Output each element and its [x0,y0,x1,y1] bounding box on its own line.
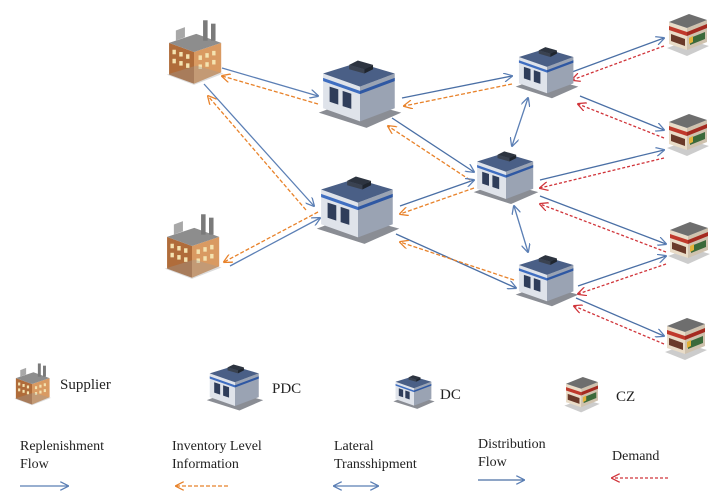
pdc-2-warehouse-icon [316,176,400,244]
legend-cz-label: CZ [616,389,636,405]
inventory-arrow [404,83,513,106]
demand-arrow [540,157,665,188]
cz-4-store-icon [665,318,707,360]
cz-3-store-icon [668,222,710,264]
replenishment-arrow [221,67,318,96]
legend-distribution-line1: Distribution [478,437,546,452]
supplier-2-factory-icon [164,214,222,279]
cz-2-store-icon [667,114,709,156]
legend-distribution-line2: Flow [478,455,507,470]
supplier-1-factory-icon [166,20,224,85]
legend-lateral-label: Lateral Transshipment [334,438,417,474]
legend-demand-label: Demand [612,449,660,464]
distribution-arrow [577,256,666,287]
legend-inventory-line2: Information [172,457,239,472]
replenishment-arrow [203,83,314,206]
legend-replenishment-line2: Flow [20,457,49,472]
inventory-arrow [224,211,319,262]
legend-cz-store-icon [564,377,600,413]
distribution-arrow [539,150,664,181]
distribution-arrow [579,95,664,130]
replenishment-arrow [229,218,320,267]
distribution-arrow [571,38,664,73]
legend-inventory-label: Inventory Level Information [172,438,262,474]
legend-dc-warehouse-icon [393,375,435,409]
network-nodes [164,14,710,360]
legend-supplier-factory-icon [14,363,52,406]
legend-lateral-line1: Lateral [334,439,374,454]
demand-arrow [540,204,667,253]
inventory-arrow [400,187,475,214]
demand-arrow [572,45,665,80]
distribution-arrow [401,76,512,99]
inventory-arrow [222,76,319,105]
lateral-arrow [514,206,528,252]
demand-arrow [578,104,665,139]
pdc-1-warehouse-icon [318,60,402,128]
dc-2-warehouse-icon [473,151,539,205]
legend-distribution-label: Distribution Flow [478,436,546,472]
distribution-arrow [539,195,666,244]
legend-supplier-label: Supplier [60,377,111,393]
legend-inventory-line1: Inventory Level [172,439,262,454]
distribution-arrow [399,180,474,207]
dc-1-warehouse-icon [515,47,579,99]
distribution-arrow [575,297,664,336]
network-edges [203,38,667,345]
distribution-arrow [391,117,474,172]
inventory-arrow [400,242,515,281]
inventory-arrow [388,126,471,181]
demand-arrow [578,263,667,294]
lateral-arrow [512,98,528,146]
legend-lateral-line2: Transshipment [334,457,417,472]
legend-replenishment-line1: Replenishment [20,439,104,454]
legend-replenishment-label: Replenishment Flow [20,438,104,474]
inventory-arrow [208,96,307,211]
legend-pdc-label: PDC [272,381,302,397]
dc-3-warehouse-icon [515,255,579,307]
legend-dc-label: DC [440,387,461,403]
legend-pdc-warehouse-icon [206,364,264,411]
legend-arrows [20,478,668,486]
cz-1-store-icon [667,14,709,56]
demand-arrow [574,306,665,345]
